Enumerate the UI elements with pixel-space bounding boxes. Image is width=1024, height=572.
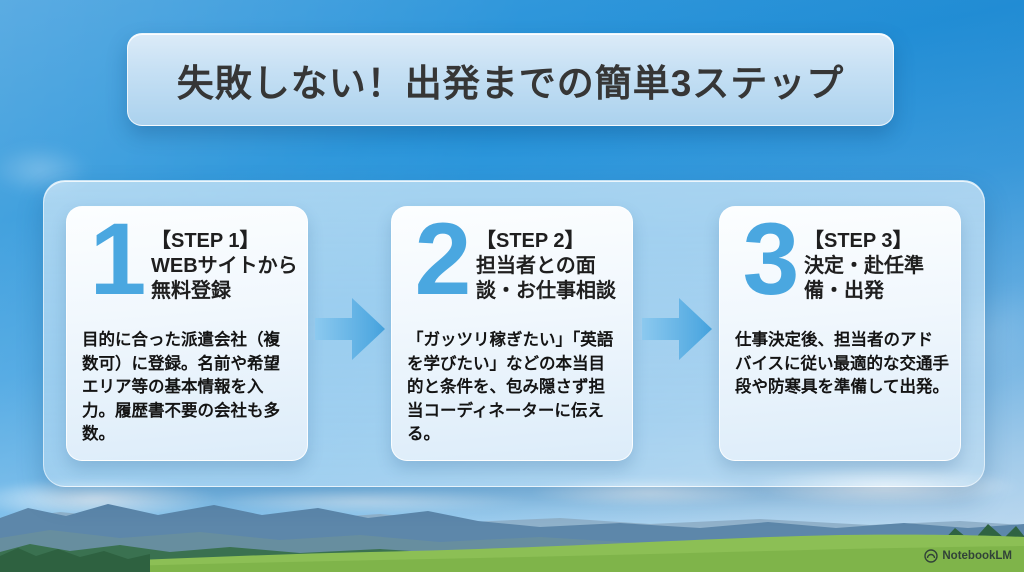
- cloud: [200, 488, 530, 514]
- step-label: 【STEP 3】: [804, 230, 913, 252]
- step-number: 2: [414, 202, 472, 316]
- step-card-2: 2 【STEP 2】 担当者との面談・お仕事相談 「ガッツリ稼ぎたい」「英語を学…: [391, 206, 633, 461]
- step-title: 担当者との面談・お仕事相談: [476, 255, 616, 302]
- step-card-3: 3 【STEP 3】 決定・赴任準備・出発 仕事決定後、担当者のアドバイスに従い…: [719, 206, 961, 461]
- arrow-right-icon: [642, 298, 712, 360]
- step-heading: 【STEP 2】 担当者との面談・お仕事相談: [476, 229, 628, 304]
- steps-panel: 1 【STEP 1】 WEBサイトから無料登録 目的に合った派遣会社（複数可）に…: [43, 180, 985, 487]
- landscape-photo: [0, 504, 1024, 572]
- page-title: 失敗しない！出発までの簡単3ステップ: [176, 62, 845, 104]
- step-title: WEBサイトから無料登録: [151, 255, 298, 302]
- arrow-right-icon: [315, 298, 385, 360]
- step-description: 目的に合った派遣会社（複数可）に登録。名前や希望エリア等の基本情報を入力。履歴書…: [82, 331, 280, 443]
- notebooklm-watermark: NotebookLM: [924, 549, 1012, 563]
- step-title: 決定・赴任準備・出発: [804, 255, 924, 302]
- title-banner: 失敗しない！出発までの簡単3ステップ: [127, 33, 894, 126]
- step-description: 仕事決定後、担当者のアドバイスに従い最適的な交通手段や防寒具を準備して出発。: [735, 331, 950, 396]
- step-number: 1: [89, 202, 147, 316]
- watermark-label: NotebookLM: [942, 550, 1012, 562]
- step-heading: 【STEP 1】 WEBサイトから無料登録: [151, 229, 303, 304]
- step-number: 3: [742, 202, 800, 316]
- step-label: 【STEP 2】: [476, 230, 585, 252]
- notebooklm-logo-icon: [924, 549, 939, 563]
- step-label: 【STEP 1】: [151, 230, 260, 252]
- step-heading: 【STEP 3】 決定・赴任準備・出発: [804, 229, 956, 304]
- step-card-1: 1 【STEP 1】 WEBサイトから無料登録 目的に合った派遣会社（複数可）に…: [66, 206, 308, 461]
- step-description: 「ガッツリ稼ぎたい」「英語を学びたい」などの本当目的と条件を、包み隠さず担当コー…: [407, 331, 614, 443]
